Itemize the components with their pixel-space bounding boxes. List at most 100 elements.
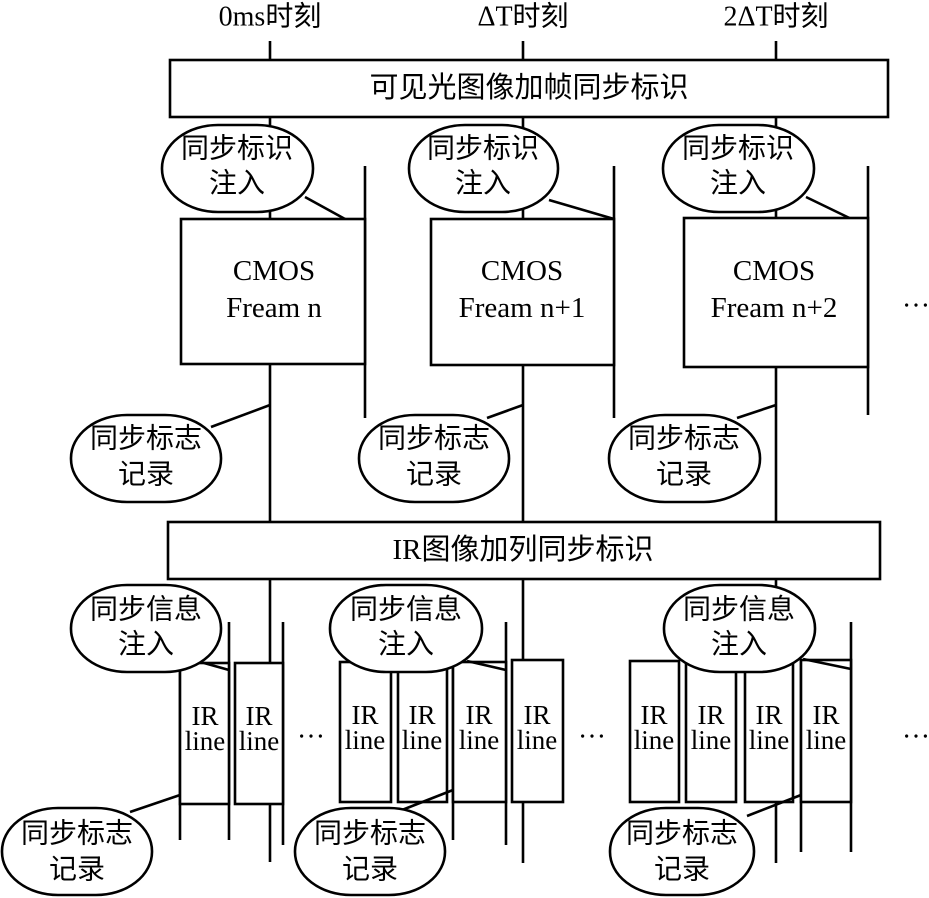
ir-line-box-1: IR line (233, 661, 285, 806)
inject-pointer-1 (548, 198, 615, 221)
ir-record-pointer-2 (746, 793, 802, 818)
ir-inject-pointer-2 (802, 657, 852, 671)
ir-line-label1: IR (409, 700, 436, 730)
cmos-frame-box (429, 217, 616, 367)
ir-sync-flag-record-bubble-0: 同步标志 记录 (0, 806, 154, 897)
bubble-line2: 注入 (710, 168, 766, 200)
ir-sync-flag-record-bubble-2: 同步标志 记录 (608, 806, 756, 897)
cmos-frame-title: CMOS (233, 255, 315, 287)
ir-line-rect (233, 661, 285, 806)
ir-record-pointer-0 (129, 793, 181, 814)
ir-line-rect (799, 658, 853, 804)
sync-info-inject-bubble-1: 同步信息 注入 (328, 583, 484, 674)
ir-line-box-5: IR line (510, 658, 565, 804)
ir-line-label2: line (634, 725, 675, 755)
sync-flag-record-bubble-1: 同步标志 记录 (357, 413, 511, 504)
ir-line-label1: IR (352, 700, 379, 730)
ir-line-label1: IR (524, 700, 551, 730)
ir-line-label2: line (459, 725, 500, 755)
ir-line-rect (178, 661, 231, 806)
cmos-frame-index: Fream n+2 (711, 292, 838, 324)
bubble-shape (357, 413, 511, 504)
bubble-line1: 同步信息 (683, 594, 795, 626)
bubble-line1: 同步标志 (314, 818, 426, 850)
bubble-shape (607, 413, 762, 504)
ir-line-label2: line (185, 726, 226, 756)
bubble-line2: 注入 (209, 168, 265, 200)
ir-record-pointer-1 (401, 788, 454, 812)
ir-line-label2: line (517, 725, 558, 755)
bubble-line1: 同步信息 (90, 594, 202, 626)
cmos-frame-index: Fream n (226, 292, 322, 324)
bubble-shape (407, 123, 560, 214)
ir-line-label2: line (402, 725, 443, 755)
sync-id-inject-bubble-0: 同步标识 注入 (160, 123, 315, 214)
bubble-line2: 记录 (406, 460, 462, 491)
bubble-shape (160, 123, 315, 214)
cmos-frame-box (682, 216, 870, 369)
cmos-frame-2: CMOS Fream n+2 (682, 216, 870, 369)
ir-line-label1: IR (698, 700, 725, 730)
ir-column-sync-bar (166, 520, 882, 581)
bubble-line2: 注入 (118, 629, 174, 661)
bubble-line1: 同步标志 (90, 423, 202, 455)
record-pointer-2 (736, 403, 777, 420)
ir-line-label1: IR (246, 701, 273, 731)
bubble-line2: 记录 (342, 855, 398, 886)
bubble-line2: 注入 (711, 629, 767, 661)
time-label-0: 0ms时刻 (219, 1, 322, 33)
time-label-2: 2ΔT时刻 (723, 1, 828, 33)
ir-line-label2: line (239, 726, 280, 756)
record-pointer-0 (210, 403, 271, 429)
ir-line-label1: IR (192, 701, 219, 731)
bubble-shape (661, 123, 816, 214)
bubble-shape (328, 583, 484, 674)
sync-id-inject-bubble-1: 同步标识 注入 (407, 123, 560, 214)
bubble-line1: 同步标识 (427, 133, 539, 165)
ir-line-label1: IR (641, 700, 668, 730)
bubble-line1: 同步标志 (628, 423, 740, 455)
ir-line-box-0: IR line (178, 661, 231, 806)
cmos-frame-index: Fream n+1 (459, 292, 586, 324)
ir-line-box-7: IR line (684, 659, 738, 804)
cmos-frame-box (179, 217, 367, 366)
ir-line-box-2: IR line (338, 660, 393, 804)
bubble-shape (69, 583, 223, 674)
bubble-line1: 同步标识 (682, 133, 794, 165)
bubble-line1: 同步信息 (350, 594, 462, 626)
ir-line-rect (338, 660, 393, 804)
ir-inject-pointer-0 (203, 661, 230, 672)
bubble-shape (0, 806, 154, 897)
bubble-shape (662, 583, 817, 674)
bubble-shape (293, 806, 447, 897)
sync-info-inject-bubble-0: 同步信息 注入 (69, 583, 223, 674)
ir-line-rect (628, 659, 681, 804)
ellipsis-more-lines: … (297, 714, 325, 745)
ir-line-box-3: IR line (396, 660, 449, 804)
sync-info-inject-bubble-2: 同步信息 注入 (662, 583, 817, 674)
sync-flag-record-bubble-0: 同步标志 记录 (69, 413, 223, 504)
ellipsis-more-frames: … (902, 283, 929, 314)
ir-line-box-4: IR line (451, 660, 508, 804)
ir-line-rect (510, 658, 565, 804)
time-label-1: ΔT时刻 (477, 1, 568, 33)
ir-line-label2: line (345, 725, 386, 755)
bubble-line1: 同步标识 (181, 133, 293, 165)
ellipsis-more-lines: … (902, 714, 929, 745)
ir-line-label2: line (749, 725, 790, 755)
cmos-frame-title: CMOS (481, 255, 563, 287)
ir-inject-pointer-1 (466, 659, 507, 672)
cmos-frame-1: CMOS Fream n+1 (429, 217, 616, 367)
ir-line-rect (684, 659, 738, 804)
ir-column-sync-bar-label: IR图像加列同步标识 (392, 533, 653, 566)
cmos-frame-title: CMOS (733, 255, 815, 287)
visible-frame-sync-bar-label: 可见光图像加帧同步标识 (369, 71, 688, 104)
bubble-line2: 记录 (118, 460, 174, 491)
cmos-frame-0: CMOS Fream n (179, 217, 367, 366)
bubble-line2: 记录 (654, 855, 710, 886)
record-pointer-1 (486, 403, 524, 420)
ir-line-box-8: IR line (743, 659, 795, 804)
bubble-shape (69, 413, 223, 504)
ellipsis-more-lines: … (578, 714, 606, 745)
